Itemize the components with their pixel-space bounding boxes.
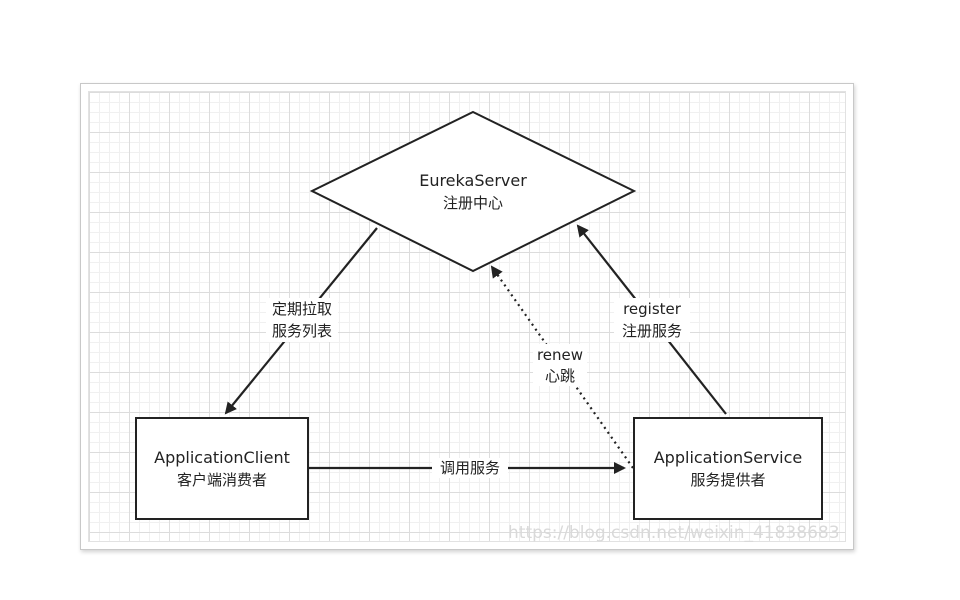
edge-register-label-line1: register: [623, 300, 682, 318]
application-client-node[interactable]: [135, 417, 309, 520]
eureka-server-subtitle: 注册中心: [443, 194, 503, 212]
application-service-title: ApplicationService: [654, 448, 803, 467]
edge-renew-label-line2: 心跳: [545, 367, 575, 385]
application-service-node[interactable]: [633, 417, 823, 520]
application-client-subtitle: 客户端消费者: [177, 471, 267, 489]
eureka-server-title: EurekaServer: [419, 171, 527, 190]
edge-fetch-label-line1: 定期拉取: [272, 300, 332, 318]
edge-renew-label-bg: [533, 344, 587, 386]
watermark-text: https://blog.csdn.net/weixin_41838683: [508, 523, 840, 543]
edge-fetch-label-bg: [266, 298, 338, 342]
edge-invoke-label: 调用服务: [440, 459, 500, 477]
edge-renew-line: [490, 265, 634, 469]
edge-renew-label-line1: renew: [537, 346, 583, 364]
application-client-title: ApplicationClient: [154, 448, 290, 467]
edge-fetch-label-line2: 服务列表: [272, 322, 332, 340]
edge-invoke-label-bg: [432, 458, 508, 478]
edge-register-label-bg: [614, 298, 690, 342]
edge-register-label-line2: 注册服务: [622, 322, 682, 340]
eureka-server-node[interactable]: [309, 110, 637, 273]
application-service-subtitle: 服务提供者: [690, 471, 765, 489]
